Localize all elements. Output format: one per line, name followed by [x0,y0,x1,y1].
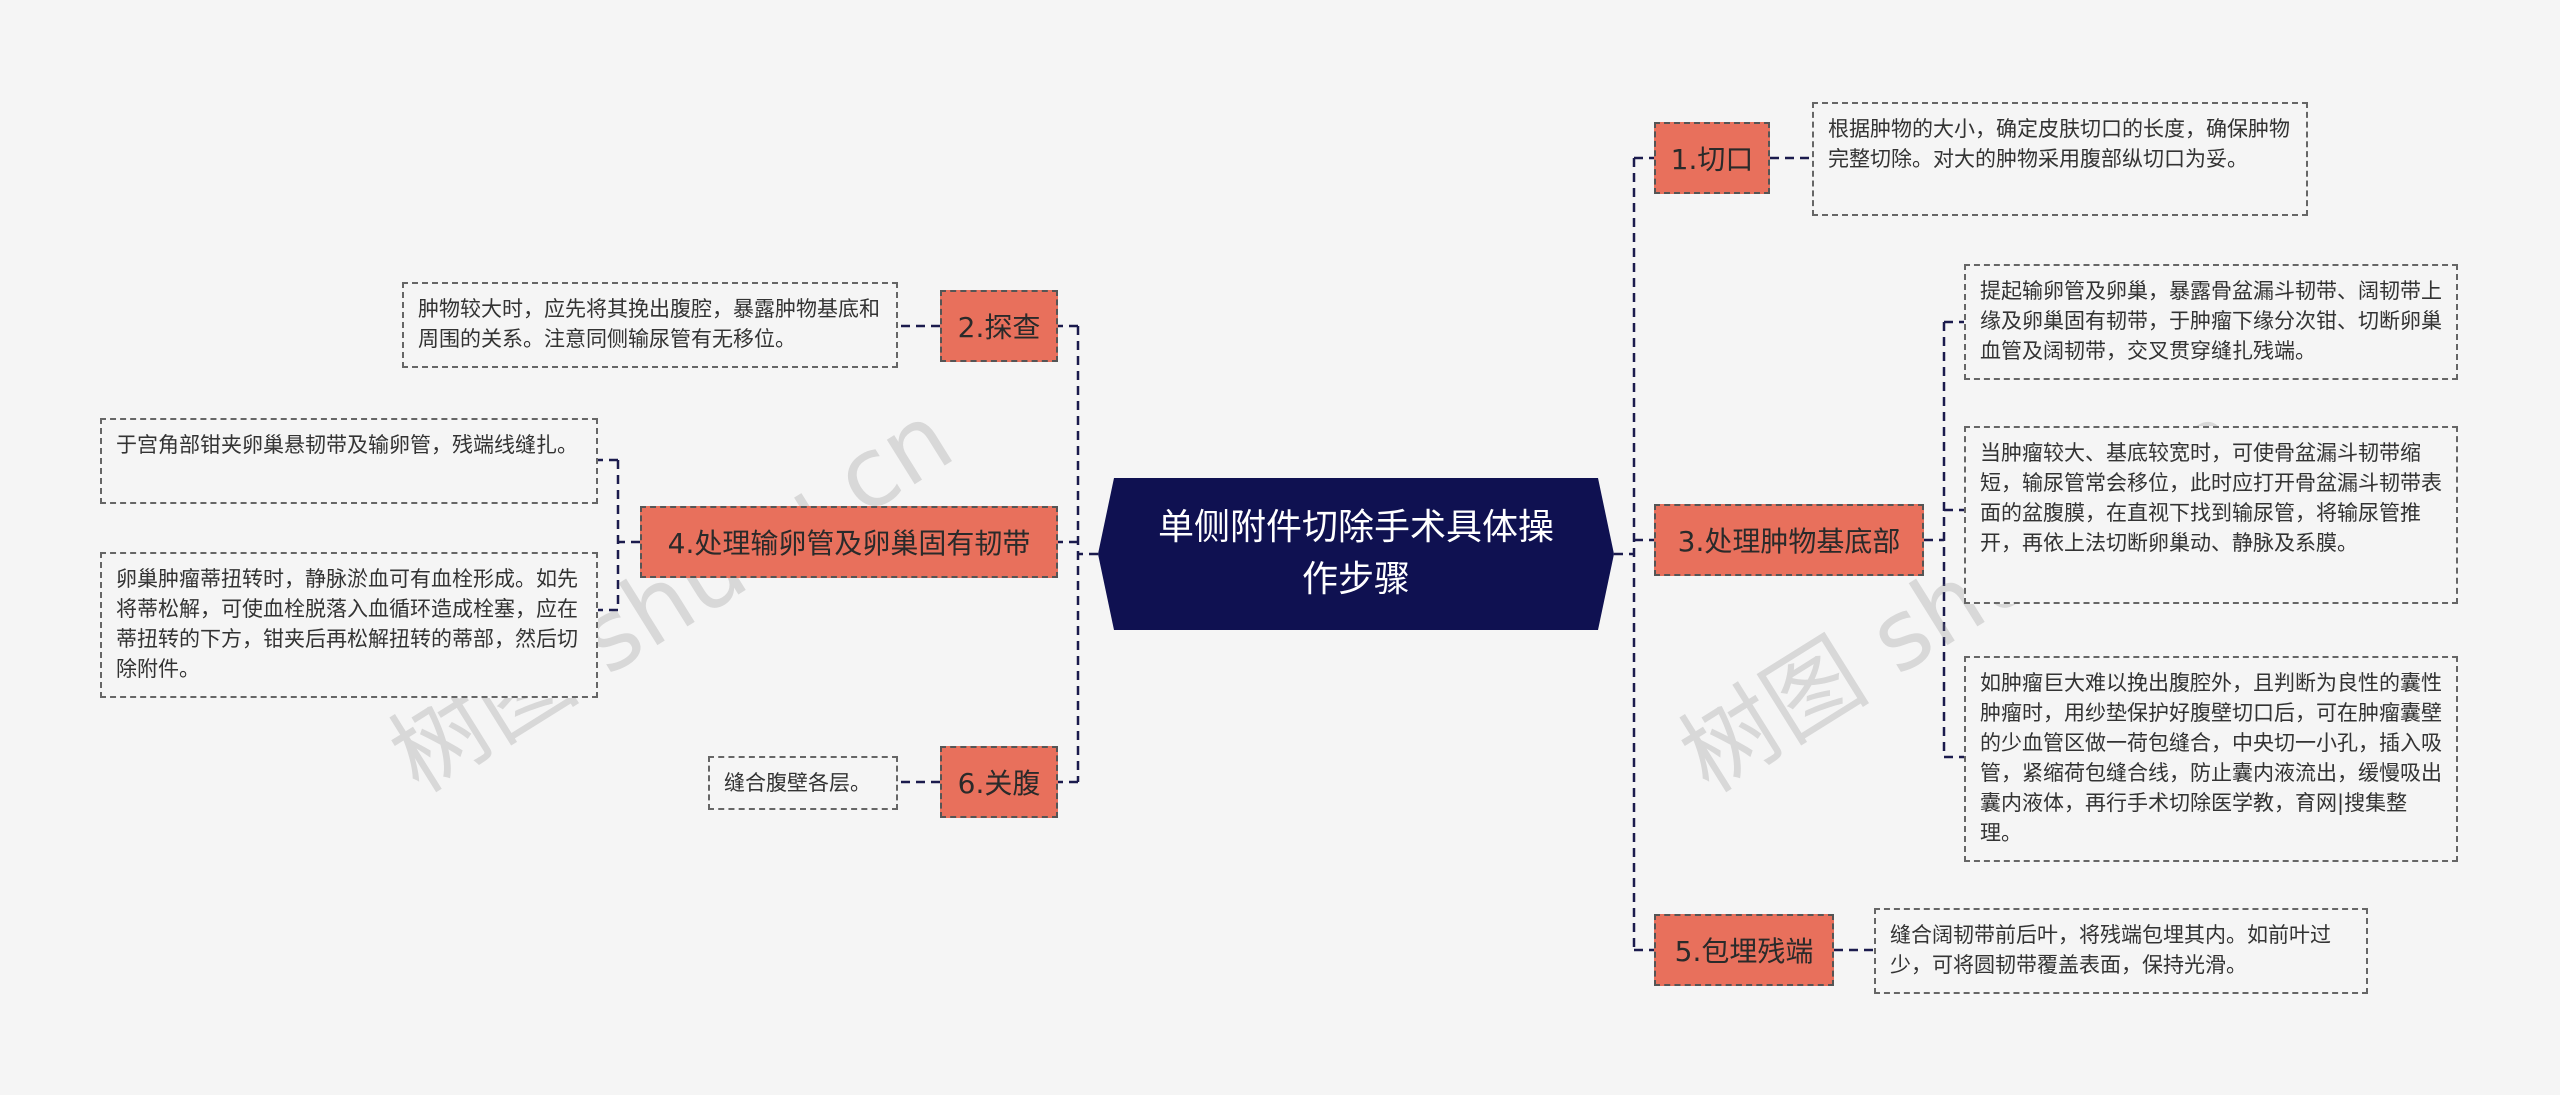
detail-6-close-abdomen: 缝合腹壁各层。 [708,756,898,810]
topic-1-incision[interactable]: 1.切口 [1654,122,1770,194]
topic-3-tumor-base[interactable]: 3.处理肿物基底部 [1654,504,1924,576]
detail-3-b: 当肿瘤较大、基底较宽时，可使骨盆漏斗韧带缩短，输尿管常会移位，此时应打开骨盆漏斗… [1964,426,2458,604]
detail-4-a: 于宫角部钳夹卵巢悬韧带及输卵管，残端线缝扎。 [100,418,598,504]
central-topic[interactable]: 单侧附件切除手术具体操作步骤 [1098,478,1614,630]
topic-2-explore[interactable]: 2.探查 [940,290,1058,362]
detail-1-incision: 根据肿物的大小，确定皮肤切口的长度，确保肿物完整切除。对大的肿物采用腹部纵切口为… [1812,102,2308,216]
detail-2-explore: 肿物较大时，应先将其挽出腹腔，暴露肿物基底和周围的关系。注意同侧输尿管有无移位。 [402,282,898,368]
detail-3-a: 提起输卵管及卵巢，暴露骨盆漏斗韧带、阔韧带上缘及卵巢固有韧带，于肿瘤下缘分次钳、… [1964,264,2458,380]
detail-4-b: 卵巢肿瘤蒂扭转时，静脉淤血可有血栓形成。如先将蒂松解，可使血栓脱落入血循环造成栓… [100,552,598,698]
topic-4-tube-ligament[interactable]: 4.处理输卵管及卵巢固有韧带 [640,506,1058,578]
detail-5-bury-stump: 缝合阔韧带前后叶，将残端包埋其内。如前叶过少，可将圆韧带覆盖表面，保持光滑。 [1874,908,2368,994]
topic-5-bury-stump[interactable]: 5.包埋残端 [1654,914,1834,986]
topic-6-close-abdomen[interactable]: 6.关腹 [940,746,1058,818]
detail-3-c: 如肿瘤巨大难以挽出腹腔外，且判断为良性的囊性肿瘤时，用纱垫保护好腹壁切口后，可在… [1964,656,2458,862]
